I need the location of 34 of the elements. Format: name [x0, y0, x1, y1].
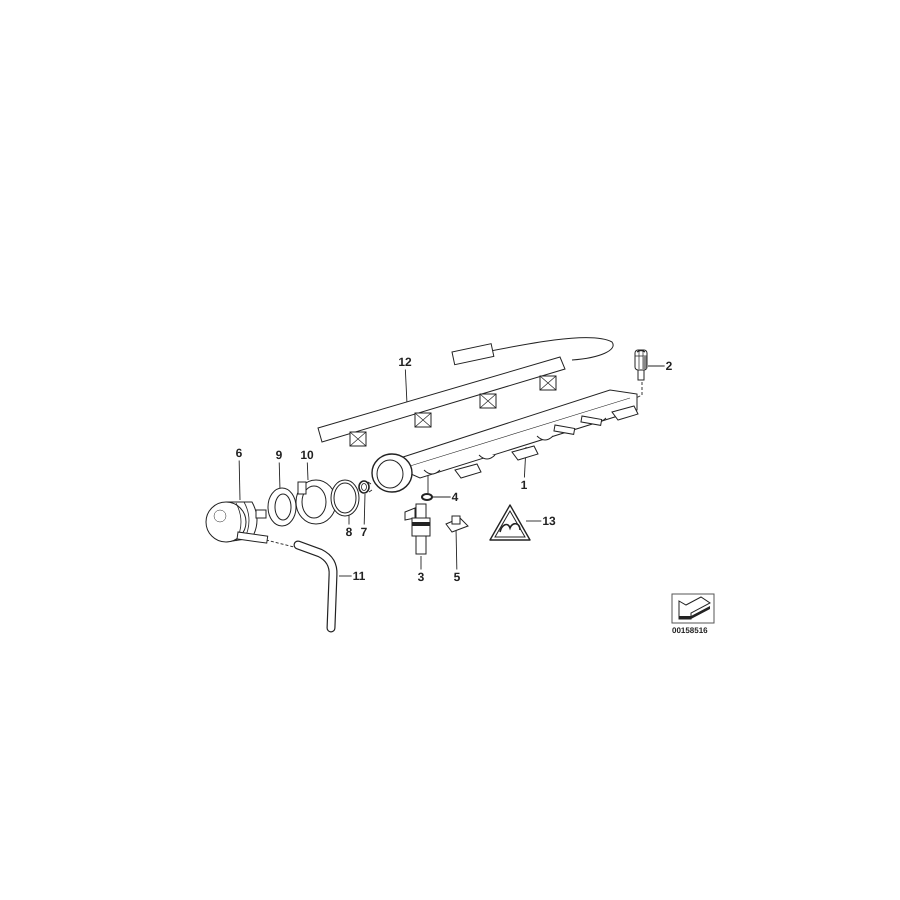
callout-number: 5 — [454, 570, 460, 584]
callout-number: 4 — [452, 490, 458, 504]
callout-number: 13 — [542, 514, 556, 528]
seal-drawing — [421, 493, 433, 501]
callout-number: 9 — [276, 448, 282, 462]
clip-drawing — [445, 516, 469, 533]
hose-drawing — [294, 540, 338, 632]
callout-number: 8 — [346, 526, 352, 538]
leader-line — [364, 494, 366, 525]
drawing-number: 00158516 — [672, 626, 708, 635]
sealing-ring-drawing — [268, 488, 296, 526]
callout-number: 10 — [300, 448, 314, 462]
leader-line — [404, 369, 408, 404]
leader-line — [278, 462, 280, 490]
callout-number: 1 — [520, 478, 528, 492]
callout-number: 6 — [236, 446, 242, 460]
wiring-harness-drawing — [317, 337, 614, 446]
callout-number: 2 — [666, 360, 672, 372]
injector-drawing — [404, 504, 430, 554]
callout-number: 11 — [352, 570, 366, 582]
o-ring-drawing — [358, 480, 372, 494]
leader-line — [306, 462, 308, 480]
pressure-regulator-drawing — [206, 502, 268, 544]
hose-clamp-drawing — [296, 480, 336, 524]
leader-line — [526, 520, 542, 522]
leader-line — [430, 496, 452, 498]
leader-line — [348, 514, 350, 525]
callout-number: 7 — [360, 526, 368, 538]
bolt-drawing — [634, 350, 648, 380]
sealing-ring-drawing — [330, 480, 360, 516]
callout-number: 3 — [418, 570, 424, 584]
warning-label-drawing — [489, 504, 531, 541]
leader-line — [420, 556, 422, 570]
callout-number: 12 — [398, 356, 412, 368]
